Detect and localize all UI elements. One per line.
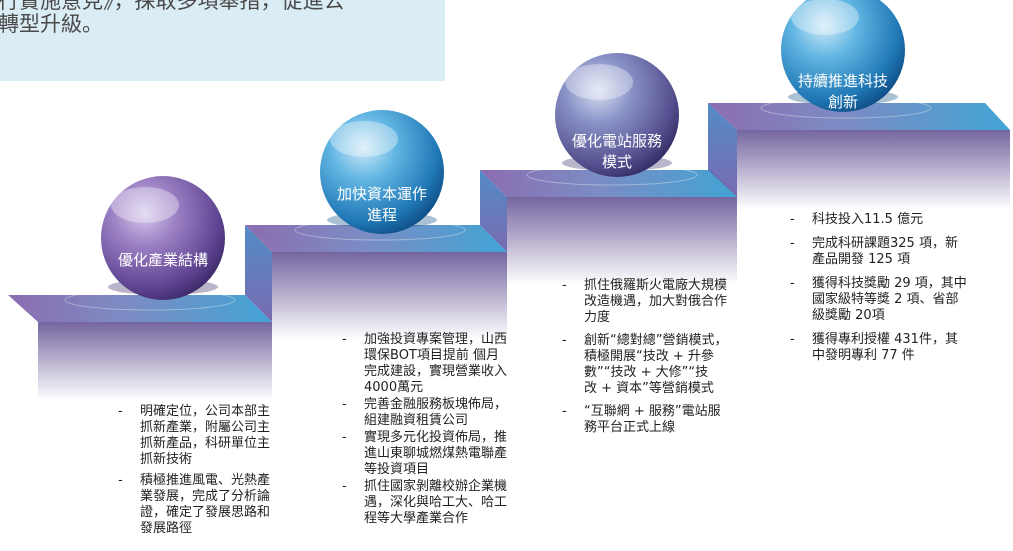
step-2-sphere bbox=[320, 110, 444, 234]
list-item: - 明確定位，公司本部主抓新產業，附屬公司主抓新產品，科研單位主抓新技術 bbox=[118, 404, 271, 467]
list-item: - 獲得專利授權 431件，其中發明專利 77 件 bbox=[790, 332, 958, 363]
step-3-title: 優化電站服務 模式 bbox=[571, 132, 662, 171]
list-item: - 完善金融服務板塊佈局，組建融資租賃公司 bbox=[342, 397, 508, 428]
step-4-block bbox=[708, 97, 1010, 210]
step-1-sphere bbox=[101, 176, 225, 300]
list-item: - 實現多元化投資佈局，推進山東聊城燃煤熱電聯產等投資項目 bbox=[342, 430, 508, 477]
step-4-sphere bbox=[781, 0, 905, 112]
intro-text-line-1: 行實施意見》，採取多項舉措，促進公 bbox=[0, 0, 345, 13]
step-3-sphere bbox=[555, 53, 679, 177]
step-2-title: 加快資本運作 進程 bbox=[336, 185, 427, 224]
step-1-details: - 明確定位，公司本部主抓新產業，附屬公司主抓新產品，科研單位主抓新技術 - 積… bbox=[118, 404, 308, 542]
list-item: - 科技投入11.5 億元 bbox=[790, 212, 924, 227]
list-item: - 抓住俄羅斯火電廠大規模改造機遇，加大對俄合作力度 bbox=[562, 278, 728, 325]
step-3-details: - 抓住俄羅斯火電廠大規模改造機遇，加大對俄合作力度 - 創新“總對總”營銷模式… bbox=[562, 278, 772, 441]
step-4-title: 持續推進科技 創新 bbox=[797, 72, 888, 111]
list-item: - 積極推進風電、光熱產業發展，完成了分析論證，確定了發展思路和發展路徑 bbox=[118, 473, 271, 536]
step-1-block bbox=[8, 289, 272, 400]
list-item: - “互聯網 + 服務”電站服務平台正式上線 bbox=[562, 404, 721, 435]
list-item: - 完成科研課題325 項，新產品開發 125 項 bbox=[790, 236, 958, 267]
list-item: - 獲得科技獎勵 29 項，其中國家級特等獎 2 項、省部級獎勵 20項 bbox=[790, 276, 967, 323]
intro-text-banner: 行實施意見》，採取多項舉措，促進公 轉型升級。 bbox=[0, 0, 445, 81]
step-4-details: - 科技投入11.5 億元 - 完成科研課題325 項，新產品開發 125 項 … bbox=[790, 212, 1005, 369]
step-1-title: 優化產業結構 bbox=[117, 251, 208, 269]
step-2-block bbox=[245, 219, 507, 340]
list-item: - 抓住國家剝離校辦企業機遇，深化與哈工大、哈工程等大學產業合作 bbox=[342, 479, 508, 526]
list-item: - 創新“總對總”營銷模式，積極開展“技改 + 升參數”“技改 + 大修”“技改… bbox=[562, 333, 728, 396]
intro-text-line-2: 轉型升級。 bbox=[0, 12, 103, 36]
step-3-block bbox=[480, 164, 737, 285]
